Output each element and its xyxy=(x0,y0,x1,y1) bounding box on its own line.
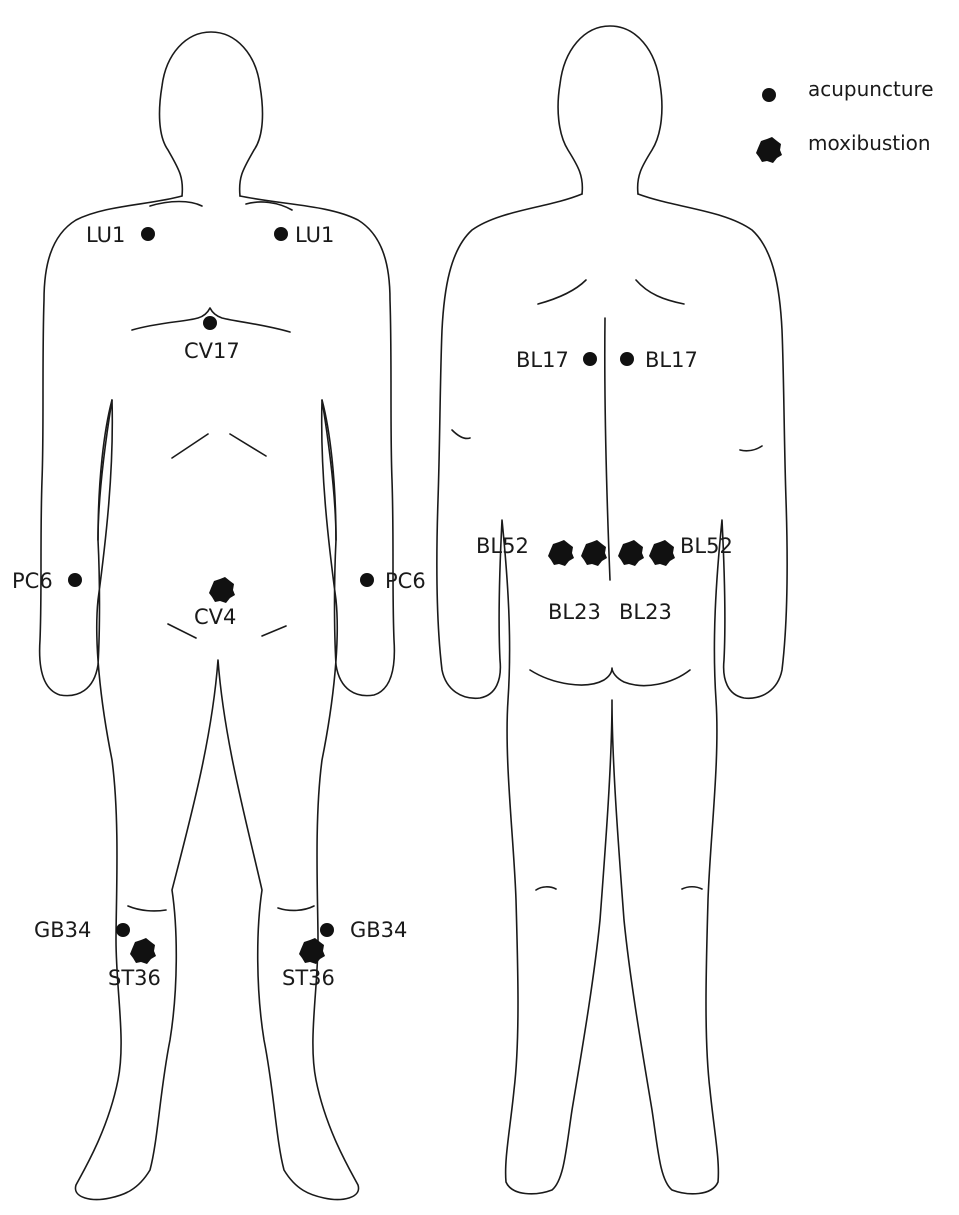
acupoint-lu1-left-dot xyxy=(274,227,288,241)
acupoint-gb34-right-label: GB34 xyxy=(34,918,91,942)
back-scapula-right xyxy=(636,280,684,304)
acupoint-pc6-right-dot xyxy=(68,573,82,587)
acupoint-lu1-right-dot xyxy=(141,227,155,241)
acupoint-pc6-left-dot xyxy=(360,573,374,587)
back-scapula-left xyxy=(538,280,586,304)
acupoint-bl23-right-label: BL23 xyxy=(619,600,672,624)
legend: acupuncture moxibustion xyxy=(756,77,934,163)
acupoint-st36-left-moxa xyxy=(299,938,325,964)
acupoint-bl52-left-label: BL52 xyxy=(476,534,529,558)
front-knee-right xyxy=(278,906,314,910)
acupoint-cv4-moxa xyxy=(209,577,235,603)
legend-acupuncture-label: acupuncture xyxy=(808,77,934,101)
front-clavicle-left xyxy=(150,202,202,207)
front-acupoints: LU1 LU1 CV17 PC6 PC6 CV4 GB34 GB34 ST36 … xyxy=(12,223,426,990)
back-knee-left xyxy=(536,887,556,890)
acupoint-lu1-left-label: LU1 xyxy=(295,223,334,247)
acupoint-cv17-dot xyxy=(203,316,217,330)
acupoint-lu1-right-label: LU1 xyxy=(86,223,125,247)
back-spine-line xyxy=(605,318,610,580)
back-elbow-right xyxy=(740,446,762,451)
back-body-outline xyxy=(437,194,787,1194)
acupoint-bl17-left-label: BL17 xyxy=(516,348,569,372)
legend-moxibustion-blob-icon xyxy=(756,137,782,163)
acupoint-gb34-right-dot xyxy=(116,923,130,937)
front-rib-right xyxy=(230,434,266,456)
back-buttocks-line xyxy=(530,668,690,686)
acupoint-pc6-left-label: PC6 xyxy=(385,569,426,593)
acupoint-bl23-right-moxa xyxy=(618,540,644,566)
front-groin-left xyxy=(168,624,196,638)
front-head-outline xyxy=(160,32,263,196)
acupoint-bl17-left-dot xyxy=(583,352,597,366)
front-rib-left xyxy=(172,434,208,458)
back-knee-right xyxy=(682,887,702,889)
acupoint-bl23-left-moxa xyxy=(581,540,607,566)
acupoint-bl52-left-moxa xyxy=(548,540,574,566)
acupoint-bl52-right-label: BL52 xyxy=(680,534,733,558)
legend-acupuncture-dot-icon xyxy=(762,88,776,102)
acupoint-bl17-right-dot xyxy=(620,352,634,366)
acupoint-bl52-right-moxa xyxy=(649,540,675,566)
acupoint-st36-right-moxa xyxy=(130,938,156,964)
front-arm-inner-left xyxy=(98,400,112,540)
acupoint-st36-right-label: ST36 xyxy=(108,966,161,990)
acupoint-cv4-label: CV4 xyxy=(194,605,236,629)
acupoint-bl23-left-label: BL23 xyxy=(548,600,601,624)
back-elbow-left xyxy=(452,430,470,439)
acupoint-bl17-right-label: BL17 xyxy=(645,348,698,372)
acupoint-st36-left-label: ST36 xyxy=(282,966,335,990)
front-knee-left xyxy=(128,906,166,911)
front-groin-right xyxy=(262,626,286,636)
acupoint-gb34-left-dot xyxy=(320,923,334,937)
acupoint-gb34-left-label: GB34 xyxy=(350,918,407,942)
back-head-outline xyxy=(558,26,662,194)
back-body-figure xyxy=(437,26,787,1194)
acupoint-pc6-right-label: PC6 xyxy=(12,569,53,593)
acupoint-cv17-label: CV17 xyxy=(184,339,240,363)
legend-moxibustion-label: moxibustion xyxy=(808,131,931,155)
front-arm-inner-right xyxy=(322,400,336,540)
